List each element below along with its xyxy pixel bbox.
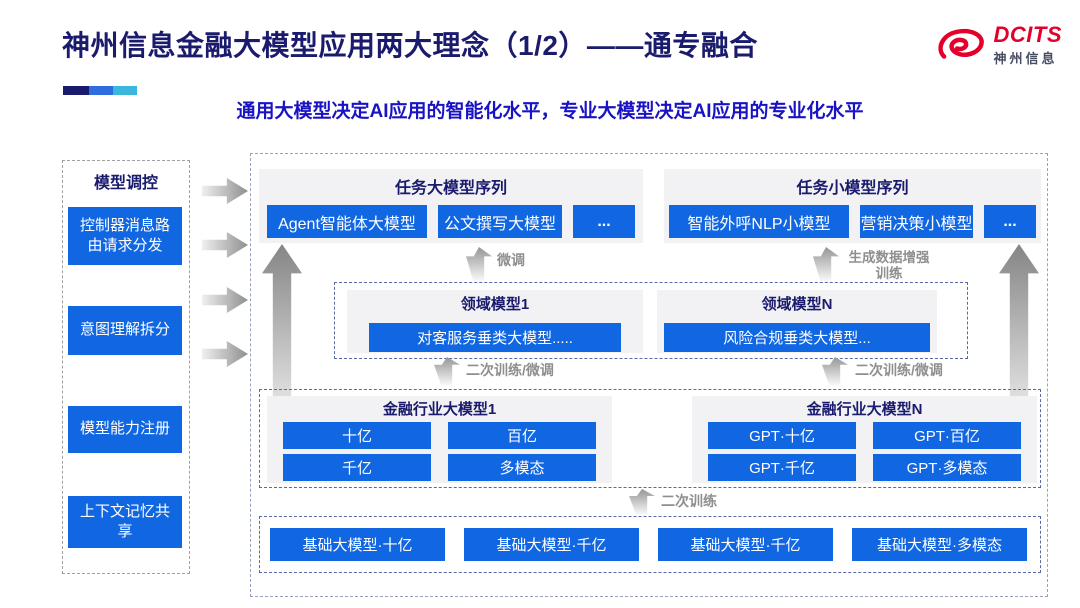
task-small-model-panel: 任务小模型序列 智能外呼NLP小模型 营销决策小模型 ... bbox=[664, 169, 1041, 243]
domain-model-n-panel: 领域模型N 风险合规垂类大模型... bbox=[657, 290, 937, 353]
task-large-model-panel: 任务大模型序列 Agent智能体大模型 公文撰写大模型 ... bbox=[259, 169, 643, 243]
domain-models-group: 领域模型1 对客服务垂类大模型..... 领域模型N 风险合规垂类大模型... bbox=[334, 282, 968, 359]
sidebar-item-capability-register: 模型能力注册 bbox=[68, 406, 182, 453]
logo-text-block: DCITS 神州信息 bbox=[994, 24, 1063, 67]
up-arrow-icon bbox=[822, 357, 848, 387]
up-arrow-icon bbox=[466, 247, 492, 283]
up-arrow-icon bbox=[434, 357, 460, 387]
task-small-model-items: 智能外呼NLP小模型 营销决策小模型 ... bbox=[664, 205, 1041, 238]
base-models-group: 基础大模型·十亿 基础大模型·千亿 基础大模型·千亿 基础大模型·多模态 bbox=[259, 516, 1041, 573]
domain-model-1-panel: 领域模型1 对客服务垂类大模型..... bbox=[347, 290, 643, 353]
node-base-model-multimodal: 基础大模型·多模态 bbox=[852, 528, 1027, 561]
label-secondary-training-finetune-right: 二次训练/微调 bbox=[855, 362, 943, 378]
node-gpt-ten-billion: GPT·百亿 bbox=[873, 422, 1021, 449]
right-arrow-icon bbox=[202, 232, 248, 258]
dcits-logo: DCITS 神州信息 bbox=[936, 24, 1063, 67]
label-secondary-training-finetune-left: 二次训练/微调 bbox=[466, 362, 554, 378]
accent-segment-cyan bbox=[113, 86, 137, 95]
node-marketing-decision-model: 营销决策小模型 bbox=[860, 205, 973, 238]
accent-segment-blue bbox=[89, 86, 113, 95]
node-risk-compliance-vertical-model: 风险合规垂类大模型... bbox=[664, 323, 930, 352]
node-document-writing-model: 公文撰写大模型 bbox=[438, 205, 562, 238]
node-billion-scale: 十亿 bbox=[283, 422, 431, 449]
dcits-swirl-icon bbox=[937, 28, 984, 59]
task-small-model-title: 任务小模型序列 bbox=[796, 180, 909, 197]
node-base-model-billion: 基础大模型·十亿 bbox=[270, 528, 445, 561]
model-control-title: 模型调控 bbox=[93, 175, 158, 192]
sidebar-item-message-routing: 控制器消息路由请求分发 bbox=[68, 207, 182, 265]
industry-model-n-title: 金融行业大模型N bbox=[806, 401, 923, 418]
label-fine-tune: 微调 bbox=[497, 252, 525, 268]
node-customer-service-vertical-model: 对客服务垂类大模型..... bbox=[369, 323, 621, 352]
node-hundred-billion-scale: 千亿 bbox=[283, 454, 431, 481]
page-title: 神州信息金融大模型应用两大理念（1/2）——通专融合 bbox=[62, 30, 758, 61]
logo-company-text: 神州信息 bbox=[993, 51, 1058, 66]
industry-models-group: 金融行业大模型1 十亿 百亿 千亿 多模态 金融行业大模型N GPT·十亿 GP… bbox=[259, 389, 1041, 488]
industry-model-1-panel: 金融行业大模型1 十亿 百亿 千亿 多模态 bbox=[267, 396, 612, 483]
accent-segment-navy bbox=[63, 86, 89, 95]
node-more-ellipsis: ... bbox=[984, 205, 1036, 238]
label-secondary-training: 二次训练 bbox=[661, 493, 717, 509]
model-control-panel: 模型调控 控制器消息路由请求分发 意图理解拆分 模型能力注册 上下文记忆共享 bbox=[62, 160, 190, 574]
logo-brand-text: DCITS bbox=[993, 22, 1062, 47]
domain-model-1-title: 领域模型1 bbox=[460, 296, 530, 313]
label-generated-data-training: 生成数据增强训练 bbox=[848, 250, 930, 281]
node-ten-billion-scale: 百亿 bbox=[448, 422, 596, 449]
right-arrow-icon bbox=[202, 341, 248, 367]
industry-model-1-items: 十亿 百亿 千亿 多模态 bbox=[283, 422, 596, 481]
node-gpt-multimodal: GPT·多模态 bbox=[873, 454, 1021, 481]
industry-model-n-panel: 金融行业大模型N GPT·十亿 GPT·百亿 GPT·千亿 GPT·多模态 bbox=[692, 396, 1037, 483]
sidebar-item-context-memory: 上下文记忆共享 bbox=[68, 496, 182, 548]
domain-model-n-title: 领域模型N bbox=[761, 296, 833, 313]
node-gpt-billion: GPT·十亿 bbox=[708, 422, 856, 449]
up-arrow-icon bbox=[813, 247, 839, 283]
sidebar-item-intent-split: 意图理解拆分 bbox=[68, 306, 182, 355]
task-large-model-items: Agent智能体大模型 公文撰写大模型 ... bbox=[259, 205, 643, 238]
industry-model-n-items: GPT·十亿 GPT·百亿 GPT·千亿 GPT·多模态 bbox=[708, 422, 1021, 481]
node-agent-large-model: Agent智能体大模型 bbox=[267, 205, 427, 238]
up-arrow-icon bbox=[629, 489, 655, 516]
right-arrow-icon bbox=[202, 178, 248, 204]
model-stack-container: 任务大模型序列 Agent智能体大模型 公文撰写大模型 ... 任务小模型序列 … bbox=[250, 153, 1048, 597]
right-arrow-icon bbox=[202, 287, 248, 313]
title-accent-bar bbox=[63, 86, 137, 95]
node-more-ellipsis: ... bbox=[573, 205, 635, 238]
node-base-model-hundred-billion-2: 基础大模型·千亿 bbox=[658, 528, 833, 561]
industry-model-1-title: 金融行业大模型1 bbox=[382, 401, 497, 418]
node-multimodal: 多模态 bbox=[448, 454, 596, 481]
slide-subtitle: 通用大模型决定AI应用的智能化水平，专业大模型决定AI应用的专业化水平 bbox=[236, 101, 864, 122]
node-base-model-hundred-billion: 基础大模型·千亿 bbox=[464, 528, 639, 561]
node-nlp-outbound-model: 智能外呼NLP小模型 bbox=[669, 205, 849, 238]
task-large-model-title: 任务大模型序列 bbox=[394, 180, 507, 197]
node-gpt-hundred-billion: GPT·千亿 bbox=[708, 454, 856, 481]
